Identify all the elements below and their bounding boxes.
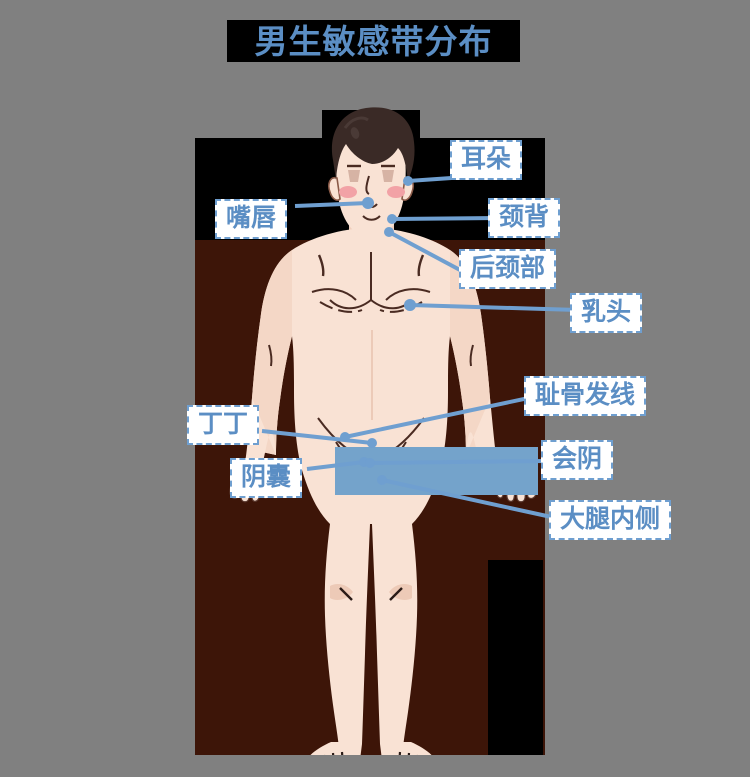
- page-title-bar: 男生敏感带分布: [227, 20, 520, 62]
- label-perineum[interactable]: 会阴: [541, 440, 614, 481]
- label-penis[interactable]: 丁丁: [187, 405, 260, 446]
- label-back-neck[interactable]: 后颈部: [459, 249, 557, 290]
- page-title: 男生敏感带分布: [254, 22, 493, 60]
- highlight-block-hip: [335, 447, 538, 495]
- black-lower-right-backdrop: [488, 560, 543, 755]
- label-nape[interactable]: 颈背: [488, 198, 561, 239]
- label-scrotum[interactable]: 阴囊: [230, 458, 303, 499]
- label-ears[interactable]: 耳朵: [450, 140, 523, 181]
- label-pubic-line[interactable]: 耻骨发线: [524, 376, 647, 417]
- label-nipples[interactable]: 乳头: [570, 293, 643, 334]
- label-inner-thigh[interactable]: 大腿内侧: [549, 500, 672, 541]
- label-lips[interactable]: 嘴唇: [215, 199, 288, 240]
